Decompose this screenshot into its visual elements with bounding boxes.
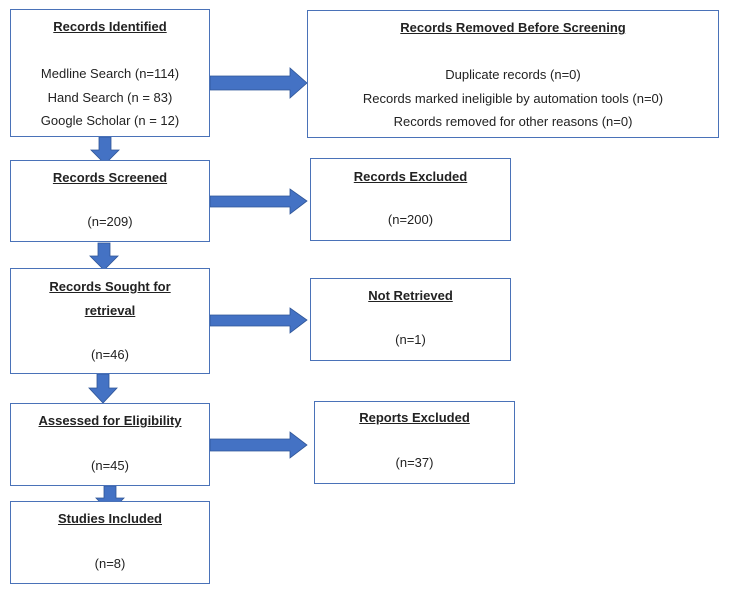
assessed-eligibility-count: (n=45) <box>91 458 129 473</box>
arrow-sought-to-assessed <box>88 373 118 404</box>
identified-line-scholar: Google Scholar (n = 12) <box>40 113 180 128</box>
not-retrieved-title: Not Retrieved <box>368 288 453 303</box>
assessed-eligibility-box: Assessed for Eligibility (n=45) <box>10 403 210 486</box>
arrow-assessed-to-reportsexcluded <box>209 431 308 459</box>
not-retrieved-box: Not Retrieved (n=1) <box>310 278 511 361</box>
records-excluded-title: Records Excluded <box>353 169 468 184</box>
records-sought-count: (n=46) <box>91 347 129 362</box>
records-sought-title-line1: Records Sought for <box>49 279 171 294</box>
records-screened-box: Records Screened (n=209) <box>10 160 210 242</box>
reports-excluded-count: (n=37) <box>395 455 434 470</box>
arrow-identified-to-removed <box>209 67 308 99</box>
records-excluded-box: Records Excluded (n=200) <box>310 158 511 241</box>
removed-line-other: Records removed for other reasons (n=0) <box>393 114 633 129</box>
records-screened-title: Records Screened <box>52 170 168 185</box>
records-screened-count: (n=209) <box>87 214 133 229</box>
removed-line-duplicates: Duplicate records (n=0) <box>445 67 581 82</box>
arrow-screened-to-sought <box>89 242 119 271</box>
records-sought-box: Records Sought for retrieval (n=46) <box>10 268 210 374</box>
not-retrieved-count: (n=1) <box>395 332 426 347</box>
identified-line-medline: Medline Search (n=114) <box>40 66 180 81</box>
records-removed-box: Records Removed Before Screening Duplica… <box>307 10 719 138</box>
reports-excluded-box: Reports Excluded (n=37) <box>314 401 515 484</box>
identified-line-hand: Hand Search (n = 83) <box>47 90 173 105</box>
arrow-identified-to-screened <box>90 136 120 165</box>
assessed-eligibility-title: Assessed for Eligibility <box>38 413 182 428</box>
arrow-screened-to-excluded <box>209 188 308 215</box>
removed-line-automation: Records marked ineligible by automation … <box>362 91 664 106</box>
records-removed-title: Records Removed Before Screening <box>400 20 626 35</box>
studies-included-box: Studies Included (n=8) <box>10 501 210 584</box>
studies-included-title: Studies Included <box>57 511 162 526</box>
records-sought-title-line2: retrieval <box>84 303 136 318</box>
records-excluded-count: (n=200) <box>387 212 434 227</box>
records-identified-box: Records Identified Medline Search (n=114… <box>10 9 210 137</box>
reports-excluded-title: Reports Excluded <box>359 410 470 425</box>
records-identified-title: Records Identified <box>53 19 167 34</box>
studies-included-count: (n=8) <box>94 556 126 571</box>
arrow-sought-to-notretrieved <box>209 307 308 334</box>
